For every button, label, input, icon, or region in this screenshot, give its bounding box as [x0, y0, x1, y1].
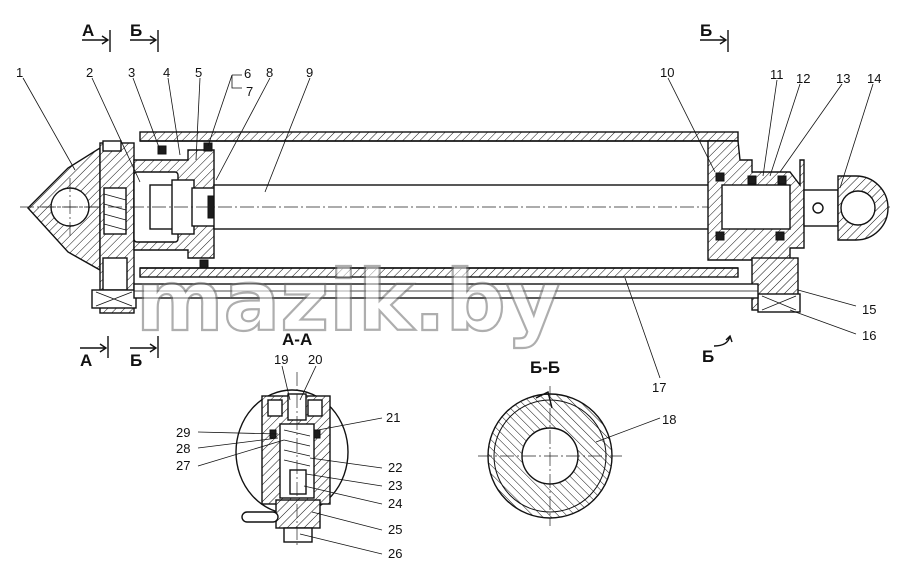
part-number-22: 22: [388, 460, 402, 475]
part-number-9: 9: [306, 65, 313, 80]
part-number-6: 6: [244, 66, 251, 81]
part-number-4: 4: [163, 65, 170, 80]
part-number-8: 8: [266, 65, 273, 80]
part-number-16: 16: [862, 328, 876, 343]
part-number-19: 19: [274, 352, 288, 367]
section-mark-b-top-right: Б: [700, 21, 712, 40]
section-mark-b-bottom: Б: [130, 351, 142, 370]
section-bb-view: Б-Б: [478, 358, 622, 526]
section-title-bb: Б-Б: [530, 358, 560, 377]
part-number-10: 10: [660, 65, 674, 80]
section-aa-view: А-А: [235, 330, 349, 548]
part-number-7: 7: [246, 84, 253, 99]
part-number-15: 15: [862, 302, 876, 317]
part-number-2: 2: [86, 65, 93, 80]
section-title-aa: А-А: [282, 330, 312, 349]
part-number-21: 21: [386, 410, 400, 425]
section-mark-b-top: Б: [130, 21, 142, 40]
section-mark-b-bottom-right: Б: [702, 347, 714, 366]
part-number-25: 25: [388, 522, 402, 537]
cylinder-main-view: [20, 131, 890, 314]
part-number-1: 1: [16, 65, 23, 80]
cylinder-barrel-top-wall: [139, 131, 739, 142]
part-number-29: 29: [176, 425, 190, 440]
section-marks: А Б Б А Б Б: [80, 21, 733, 370]
part-number-labels: 1 2 3 4 5 6 7 8 9 10 11 12 13 14 15 16 1…: [16, 65, 881, 561]
part-number-17: 17: [652, 380, 666, 395]
leader-lines: [22, 74, 874, 555]
part-number-20: 20: [308, 352, 322, 367]
part-number-5: 5: [195, 65, 202, 80]
part-number-24: 24: [388, 496, 402, 511]
rod-eye-hole: [840, 190, 876, 226]
watermark: mazik.by: [136, 252, 561, 350]
section-mark-a-bottom: А: [80, 351, 92, 370]
part-number-28: 28: [176, 441, 190, 456]
part-number-18: 18: [662, 412, 676, 427]
part-number-3: 3: [128, 65, 135, 80]
section-mark-a-top: А: [82, 21, 94, 40]
part-number-14: 14: [867, 71, 881, 86]
part-number-13: 13: [836, 71, 850, 86]
part-number-12: 12: [796, 71, 810, 86]
part-number-11: 11: [770, 67, 784, 82]
part-number-23: 23: [388, 478, 402, 493]
part-number-26: 26: [388, 546, 402, 561]
part-number-27: 27: [176, 458, 190, 473]
